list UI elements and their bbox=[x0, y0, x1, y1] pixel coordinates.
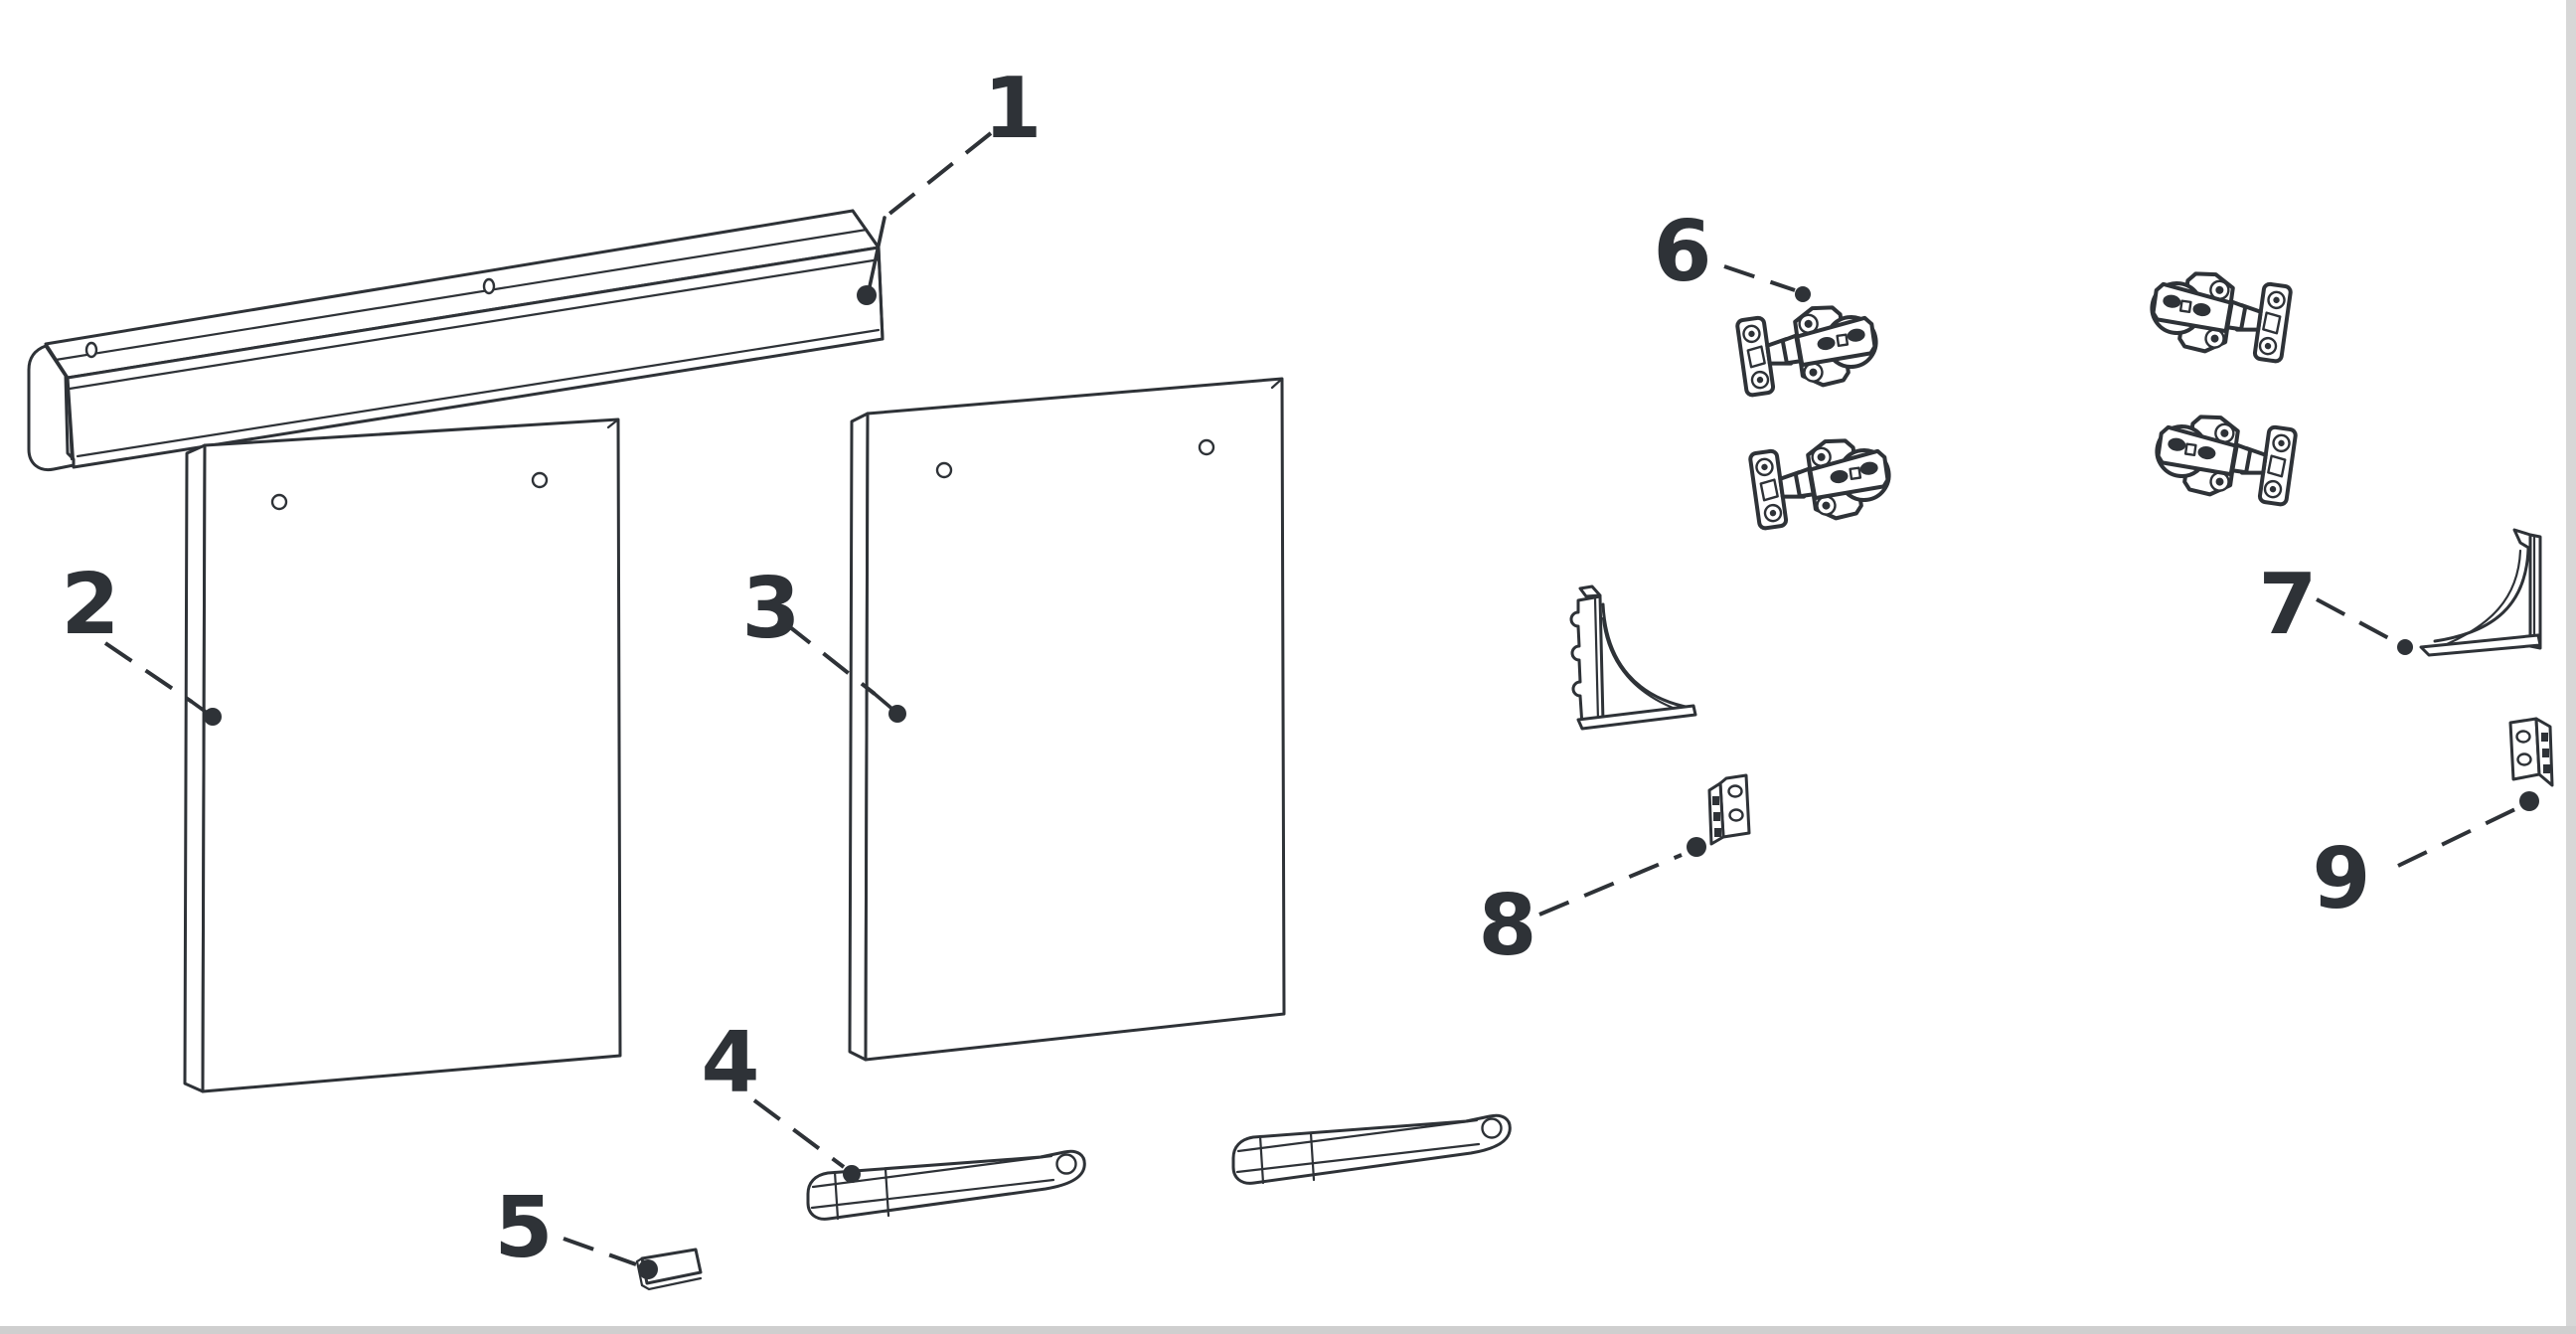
part-number-label: 5 bbox=[494, 1179, 553, 1277]
leader-dot bbox=[204, 708, 222, 726]
leader-line bbox=[1538, 853, 1683, 917]
callout-9: 9 bbox=[2312, 791, 2539, 928]
leader-dot bbox=[2397, 639, 2413, 655]
part-6-hinge-bottom-left bbox=[1747, 430, 1896, 532]
leader-dot bbox=[638, 1259, 658, 1279]
callout-3: 3 bbox=[741, 560, 906, 723]
leader-line bbox=[563, 1237, 637, 1266]
part-number-label: 3 bbox=[741, 560, 800, 658]
leader-line bbox=[752, 1098, 846, 1169]
part-number-label: 1 bbox=[983, 60, 1042, 158]
leader-dot bbox=[2519, 791, 2539, 811]
corner-bracket-left bbox=[1569, 584, 1697, 731]
part-number-label: 2 bbox=[61, 556, 119, 654]
callout-5: 5 bbox=[494, 1179, 658, 1279]
part-number-label: 6 bbox=[1653, 203, 1711, 301]
callout-7: 7 bbox=[2258, 556, 2413, 655]
part-number-label: 7 bbox=[2258, 556, 2317, 654]
leader-line bbox=[1723, 264, 1796, 292]
page-edge-bottom bbox=[0, 1326, 2576, 1334]
leader-dot bbox=[1795, 286, 1811, 302]
leader-dot bbox=[857, 285, 877, 305]
callout-1: 1 bbox=[857, 60, 1043, 305]
part-number-label: 8 bbox=[1478, 877, 1536, 975]
part-4-door-handle-a bbox=[806, 1149, 1086, 1221]
part-8-mounting-bracket bbox=[1707, 773, 1751, 846]
leader-line bbox=[883, 131, 993, 220]
page-edge-right bbox=[2566, 0, 2576, 1334]
callout-8: 8 bbox=[1478, 837, 1706, 975]
leader-line bbox=[2316, 597, 2397, 644]
leader-dot bbox=[843, 1165, 861, 1183]
part-6-hinge-top-left bbox=[1734, 297, 1883, 399]
leader-dot bbox=[1687, 837, 1706, 857]
part-6-hinge-bottom-right bbox=[2150, 407, 2299, 508]
part-1-top-rail bbox=[27, 209, 885, 472]
callout-4: 4 bbox=[701, 1014, 861, 1183]
part-6-hinge-top-right bbox=[2145, 263, 2294, 365]
part-number-label: 4 bbox=[701, 1014, 759, 1112]
part-9-mounting-bracket bbox=[2508, 717, 2554, 787]
part-7-corner-bracket bbox=[2419, 528, 2542, 657]
callout-6: 6 bbox=[1653, 203, 1811, 302]
leader-dot bbox=[888, 705, 906, 723]
part-4-door-handle-b bbox=[1231, 1113, 1512, 1185]
leader-line bbox=[2397, 806, 2518, 868]
leader-line bbox=[103, 641, 194, 704]
part-2-left-door-panel bbox=[183, 417, 622, 1093]
leader-line bbox=[783, 621, 877, 696]
callout-2: 2 bbox=[61, 556, 222, 726]
part-3-right-door-panel bbox=[848, 377, 1286, 1062]
part-number-label: 9 bbox=[2312, 830, 2370, 928]
